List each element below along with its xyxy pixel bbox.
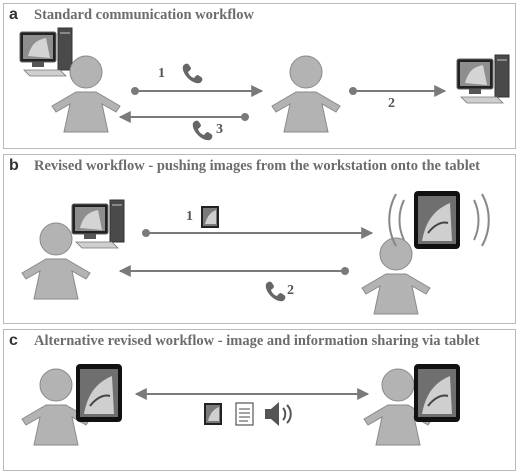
signal-wave	[481, 193, 490, 247]
speaker-icon	[265, 402, 292, 426]
panel-label: a	[9, 6, 18, 23]
panel-c: c Alternative revised workflow - image a…	[3, 329, 516, 471]
step-number-2: 2	[287, 283, 294, 298]
panel-title: Revised workflow - pushing images from t…	[34, 158, 481, 174]
step-number-2: 2	[388, 96, 395, 111]
panel-b: b Revised workflow - pushing images from…	[3, 154, 516, 324]
image-thumbnail-icon	[204, 403, 222, 425]
panel-label: b	[9, 157, 19, 174]
panel-title: Standard communication workflow	[34, 7, 254, 23]
panel-c-diagram	[21, 363, 461, 446]
image-thumbnail-icon	[201, 206, 219, 228]
panel-label: c	[9, 332, 18, 349]
panel-b-diagram	[21, 190, 490, 315]
signal-wave	[388, 193, 397, 247]
panel-a-diagram	[19, 27, 510, 141]
signal-wave	[398, 199, 405, 241]
step-number-3: 3	[216, 122, 223, 137]
panel-a: a Standard communication workflow	[3, 3, 516, 149]
document-icon	[235, 402, 254, 426]
panel-title: Alternative revised workflow - image and…	[34, 333, 480, 349]
step-number-1: 1	[158, 66, 165, 81]
step-number-1: 1	[186, 209, 193, 224]
signal-wave	[473, 199, 480, 241]
